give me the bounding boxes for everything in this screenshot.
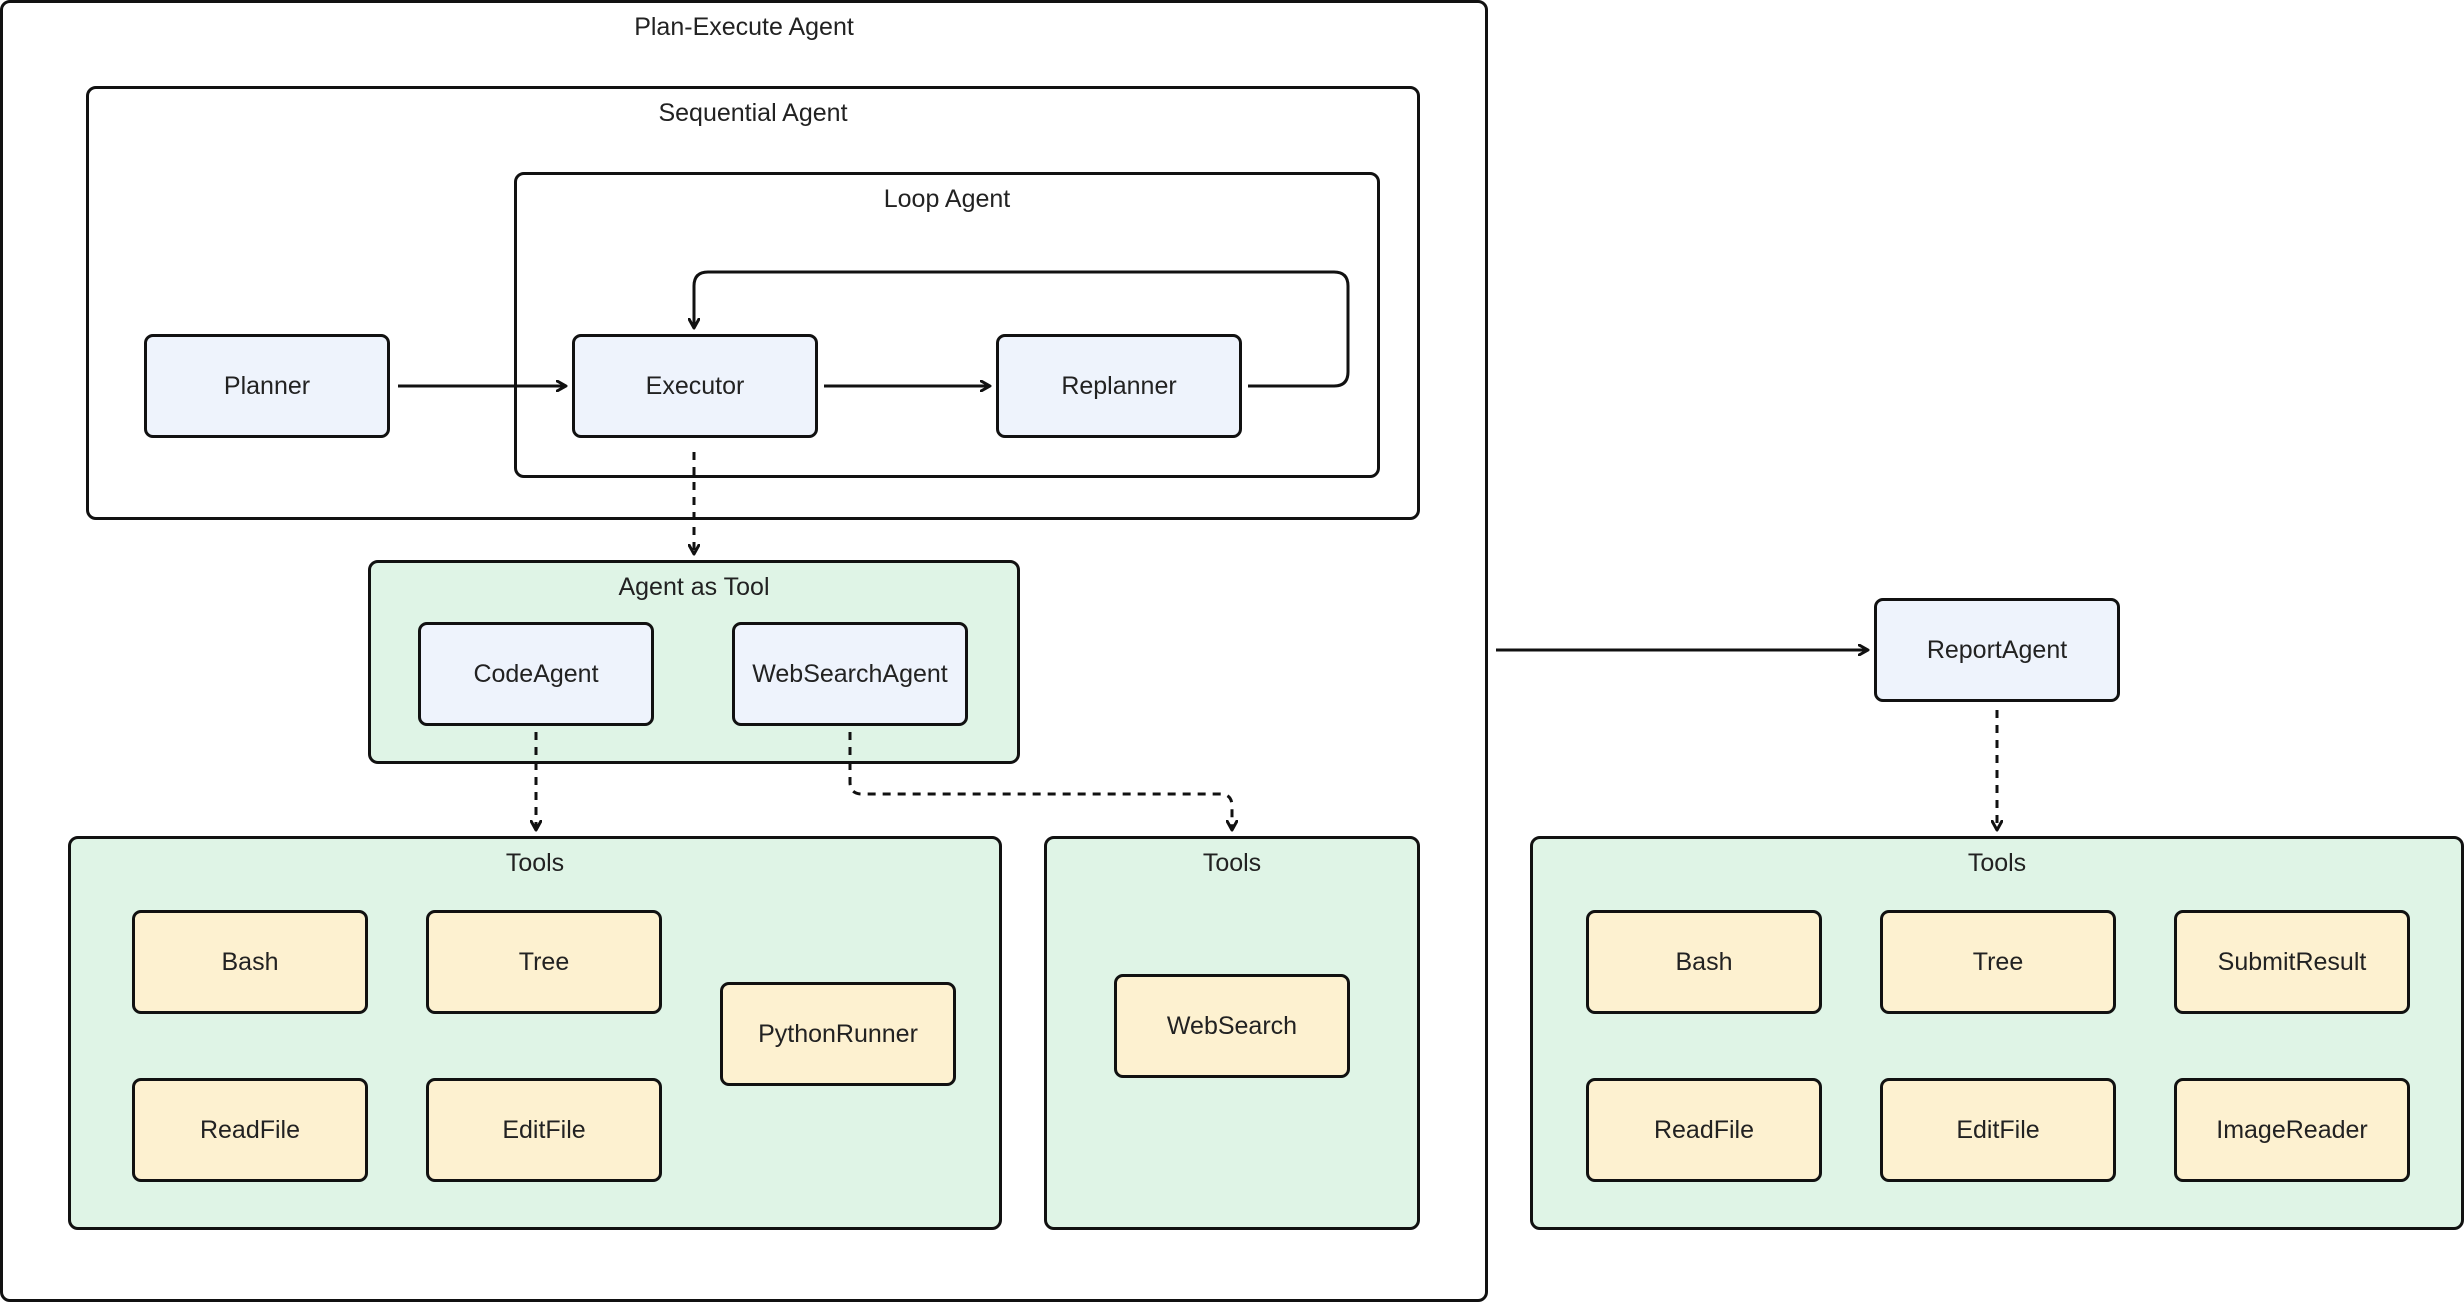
report-tool-imagereader[interactable]: ImageReader <box>2174 1078 2410 1182</box>
agent-as-tool-title: Agent as Tool <box>618 573 770 601</box>
code-tool-readfile[interactable]: ReadFile <box>132 1078 368 1182</box>
planner-node[interactable]: Planner <box>144 334 390 438</box>
executor-node[interactable]: Executor <box>572 334 818 438</box>
loop-agent-title: Loop Agent <box>883 185 1011 213</box>
websearch-agent-node[interactable]: WebSearchAgent <box>732 622 968 726</box>
report-tool-submitresult[interactable]: SubmitResult <box>2174 910 2410 1014</box>
plan-execute-agent-title: Plan-Execute Agent <box>634 13 854 41</box>
code-tool-editfile[interactable]: EditFile <box>426 1078 662 1182</box>
code-agent-node[interactable]: CodeAgent <box>418 622 654 726</box>
sequential-agent-container: Sequential Agent <box>86 86 1420 520</box>
report-tool-bash[interactable]: Bash <box>1586 910 1822 1014</box>
edge-websearchagent-tools <box>848 732 1232 830</box>
report-tool-tree[interactable]: Tree <box>1880 910 2116 1014</box>
code-tool-pythonrunner[interactable]: PythonRunner <box>720 982 956 1086</box>
report-tools-title: Tools <box>1967 849 2027 877</box>
sequential-agent-title: Sequential Agent <box>658 99 848 127</box>
report-tool-readfile[interactable]: ReadFile <box>1586 1078 1822 1182</box>
report-agent-node[interactable]: ReportAgent <box>1874 598 2120 702</box>
report-tool-editfile[interactable]: EditFile <box>1880 1078 2116 1182</box>
code-tool-bash[interactable]: Bash <box>132 910 368 1014</box>
code-tools-title: Tools <box>505 849 565 877</box>
loop-agent-container: Loop Agent <box>514 172 1380 478</box>
replanner-node[interactable]: Replanner <box>996 334 1242 438</box>
web-tool-websearch[interactable]: WebSearch <box>1114 974 1350 1078</box>
plan-execute-agent-container: Plan-Execute Agent <box>0 0 1488 1302</box>
code-tool-tree[interactable]: Tree <box>426 910 662 1014</box>
web-tools-title: Tools <box>1202 849 1262 877</box>
edge-replanner-loop-executor <box>694 270 1350 388</box>
